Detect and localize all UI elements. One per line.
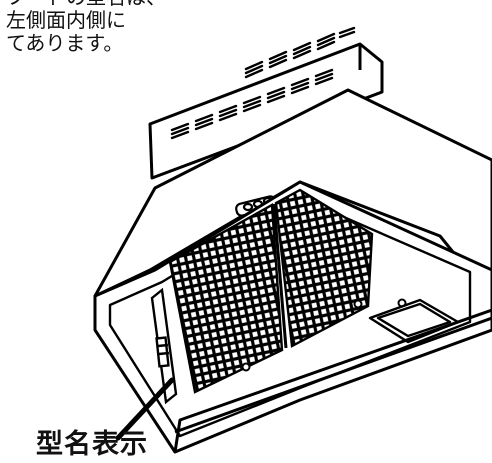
vent-slots xyxy=(170,26,356,140)
light-cover xyxy=(368,298,460,344)
side-bracket xyxy=(150,287,178,405)
callout-pointer xyxy=(115,377,175,441)
grease-filter-right xyxy=(274,188,374,348)
model-label-callout: 型名表示 xyxy=(36,429,148,460)
front-edge xyxy=(173,308,492,453)
instruction-note: フードの型名は、 左側面内側に てあります。 xyxy=(6,0,166,55)
note-line-3: てあります。 xyxy=(6,31,124,55)
note-line-2: 左側面内側に xyxy=(6,8,126,32)
filter-divider xyxy=(272,203,288,349)
note-line-1: フードの型名は、 xyxy=(6,0,166,9)
hood-canopy xyxy=(93,88,492,302)
grease-filter-left xyxy=(168,203,284,394)
